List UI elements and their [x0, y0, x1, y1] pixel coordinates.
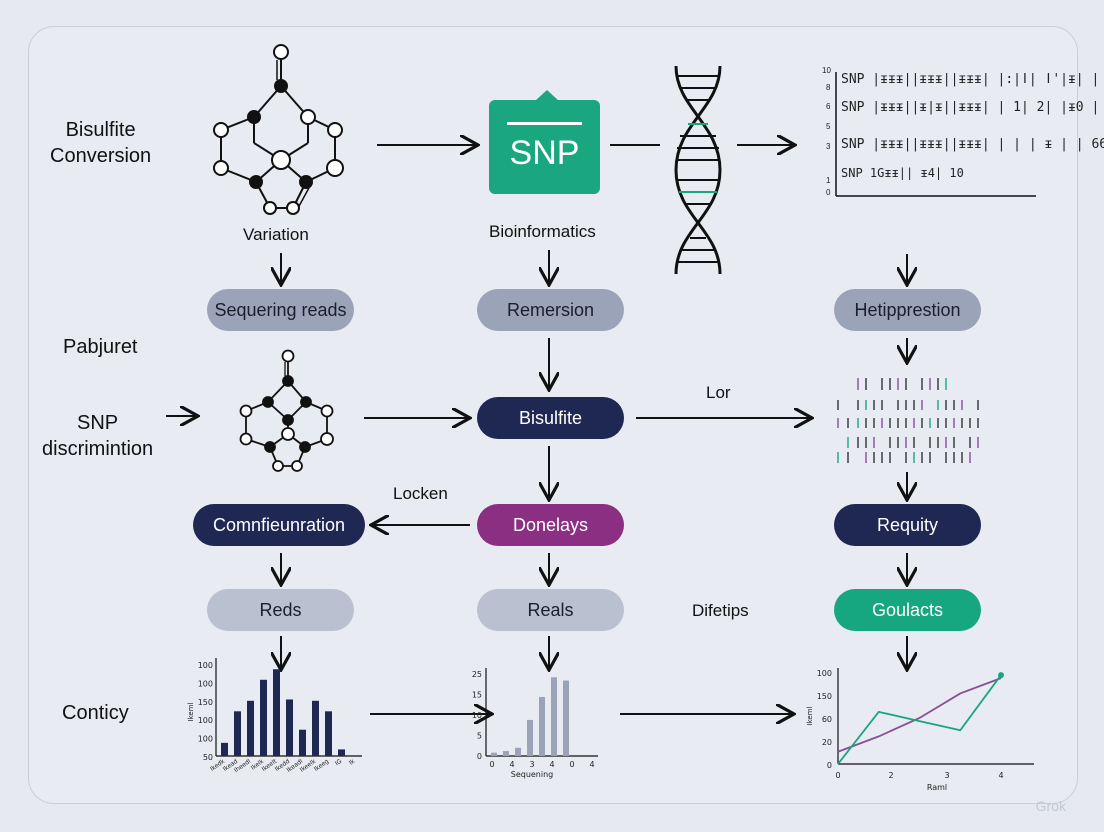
- bar-chart-1: 10010015010010050IkedkIkeadIheedlIkelkIk…: [187, 658, 362, 774]
- chart1-x-tick: Ik: [348, 758, 357, 767]
- node-comnfieunration[interactable]: Comnfieunration: [193, 504, 365, 546]
- chart3-x-label: Raml: [927, 783, 947, 792]
- node-hetipprestion[interactable]: Hetipprestion: [834, 289, 981, 331]
- chart3-y-label: Ikeml: [806, 706, 814, 725]
- chart3-y-tick: 60: [822, 715, 832, 724]
- chart3-y-tick: 20: [822, 738, 832, 747]
- side-label-pabjuret: Pabjuret: [63, 336, 138, 358]
- snp-table-row: SNP 1Gᵻᵻ|| ᵻ4| 10: [841, 166, 964, 180]
- chart1-bar: [286, 699, 293, 756]
- watermark-logo: Grok: [1035, 798, 1066, 814]
- chart1-y-tick: 100: [198, 661, 213, 670]
- snp-box-bar: [507, 122, 582, 125]
- chart2-y-tick: 15: [472, 691, 482, 700]
- chart3-series-line: [837, 677, 1002, 753]
- snp-table-row: SNP |ᵻᵻᵻ||ᵻᵻᵻ||ᵻᵻᵻ| | | | ᵻ | | 66 | .19: [841, 137, 1104, 152]
- chart2-bar: [527, 719, 533, 756]
- node-donelays[interactable]: Donelays: [477, 504, 624, 546]
- chart1-y-tick: 50: [203, 753, 213, 762]
- molecule-icon-large: [213, 44, 344, 215]
- chart1-y-tick: 100: [198, 716, 213, 725]
- snp-table-y-tick: 10: [822, 66, 831, 75]
- chart3-x-tick: 4: [998, 771, 1003, 780]
- node-goulacts[interactable]: Goulacts: [834, 589, 981, 631]
- chart2-bar: [503, 751, 509, 756]
- snp-table-y-tick: 1: [826, 176, 831, 185]
- chart1-x-tick: Ikeeg: [313, 758, 330, 773]
- chart2-x-tick: 4: [509, 760, 514, 769]
- chart2-bar: [563, 680, 569, 756]
- chart3-x-tick: 0: [835, 771, 840, 780]
- snp-table-y-tick: 5: [826, 122, 831, 131]
- chart1-y-tick: 100: [198, 679, 213, 688]
- chart1-bar: [273, 669, 280, 756]
- node-reals[interactable]: Reals: [477, 589, 624, 631]
- chart1-bar: [312, 700, 319, 756]
- chart2-bar: [491, 752, 497, 756]
- chart2-x-tick: 4: [589, 760, 594, 769]
- chart2-x-label: Sequening: [511, 770, 554, 779]
- dna-helix-icon: [674, 65, 722, 275]
- node-sequering-reads[interactable]: Sequering reads: [207, 289, 354, 331]
- bioinformatics-label: Bioinformatics: [489, 222, 596, 241]
- chart2-y-tick: 25: [472, 670, 482, 679]
- node-reds[interactable]: Reds: [207, 589, 354, 631]
- chart2-bar: [515, 747, 521, 756]
- chart2-y-tick: 10: [472, 711, 482, 720]
- chart1-bar: [338, 749, 345, 756]
- chart1-y-label: Ikeml: [187, 702, 195, 721]
- snp-box: SNP: [489, 90, 600, 194]
- snp-table-row: SNP |ᵻᵻᵻ||ᵻ|ᵻ||ᵻᵻᵻ| | 1| 2| |ᵻ0 | Q0: [841, 100, 1104, 115]
- chart3-end-point: [998, 672, 1004, 679]
- locken-label: Locken: [393, 484, 448, 503]
- molecule-icon-small: [239, 349, 334, 472]
- difetips-label: Difetips: [692, 601, 749, 620]
- side-label-snp-discrimination: SNP discrimintion: [42, 412, 154, 460]
- snp-table-y-tick: 6: [826, 102, 831, 111]
- side-label-conticy: Conticy: [62, 702, 129, 724]
- snp-table-axis: [835, 72, 1036, 197]
- chart1-y-tick: 100: [198, 735, 213, 744]
- snp-table-y-tick: 3: [826, 142, 831, 151]
- chart2-y-tick: 5: [477, 732, 482, 741]
- snp-box-label: SNP: [509, 133, 580, 172]
- chart3-y-tick: 0: [827, 761, 832, 770]
- chart2-x-tick: 0: [569, 760, 574, 769]
- chart3-y-tick: 150: [817, 692, 832, 701]
- snp-table-y-tick: 8: [826, 83, 831, 92]
- chart3-series-line: [837, 674, 1002, 765]
- chart1-bar: [260, 679, 267, 756]
- chart3-y-tick: 100: [817, 669, 832, 678]
- chart1-bar: [325, 711, 332, 756]
- node-remersion[interactable]: Remersion: [477, 289, 624, 331]
- snp-table-y-tick: 0: [826, 188, 831, 197]
- sequence-marks-cluster: [837, 378, 979, 463]
- chart3-x-tick: 3: [944, 771, 949, 780]
- chart2-y-tick: 0: [477, 752, 482, 761]
- chart2-x-tick: 3: [529, 760, 534, 769]
- chart1-bar: [234, 711, 241, 756]
- chart1-y-tick: 150: [198, 698, 213, 707]
- chart1-bar: [247, 700, 254, 756]
- node-bisulfite[interactable]: Bisulfite: [477, 397, 624, 439]
- chart1-x-tick: IG: [334, 758, 344, 768]
- lor-label: Lor: [706, 383, 731, 402]
- variation-label: Variation: [243, 225, 309, 244]
- chart3-x-tick: 2: [888, 771, 893, 780]
- chart2-bar: [539, 696, 545, 756]
- chart2-x-tick: 4: [549, 760, 554, 769]
- chart1-bar: [221, 742, 228, 756]
- side-label-bisulfite: Bisulfite Conversion: [50, 119, 152, 167]
- chart1-bar: [299, 729, 306, 756]
- chart2-bar: [551, 677, 557, 756]
- chart2-x-tick: 0: [489, 760, 494, 769]
- node-requity[interactable]: Requity: [834, 504, 981, 546]
- snp-table-row: SNP |ᵻᵻᵻ||ᵻᵻᵻ||ᵻᵻᵻ| |:|ǀ| ǀ'|ᵻ| | Q0: [841, 72, 1104, 87]
